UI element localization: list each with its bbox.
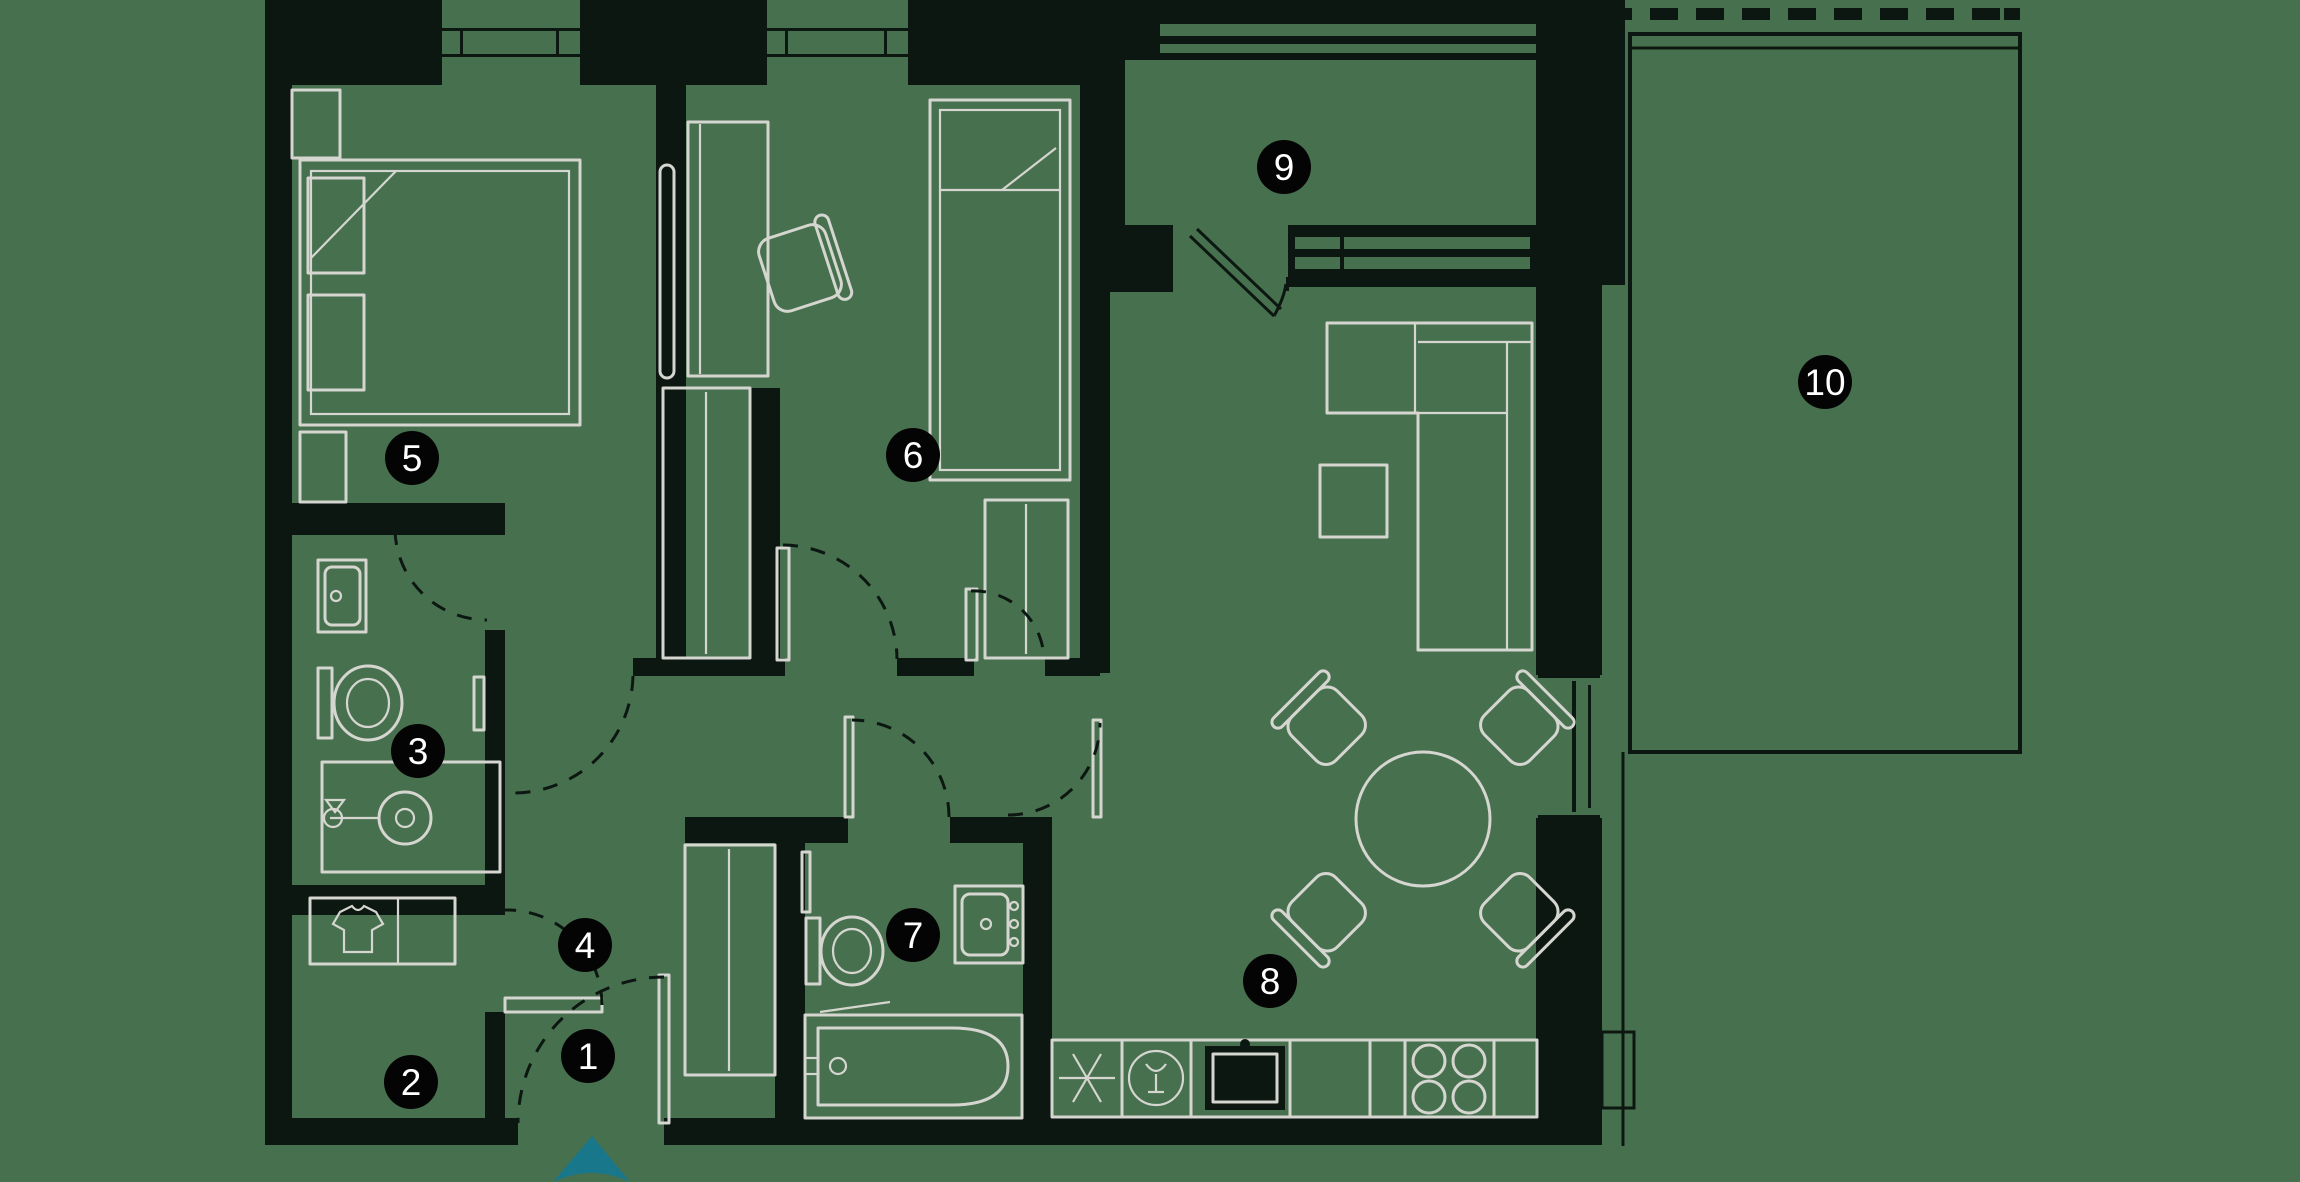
- single-bed-icon: [928, 98, 1072, 482]
- entrance-arrow-icon: [553, 1136, 630, 1182]
- room-badge-3: 3: [391, 724, 445, 778]
- door-leaf-icon: [843, 715, 855, 819]
- room-badge-2: 2: [384, 1055, 438, 1109]
- svg-text:9: 9: [1274, 147, 1295, 188]
- svg-text:4: 4: [575, 925, 596, 966]
- wardrobe-icon: [661, 386, 752, 660]
- desk-chair-icon: [757, 213, 854, 313]
- side-table-icon: [1318, 463, 1389, 539]
- kitchen-counter: [1050, 1038, 1539, 1119]
- terrace-outline: [1600, 8, 2022, 1146]
- entrance-door-leaf-icon: [657, 973, 671, 1125]
- double-bed-icon: [298, 158, 582, 427]
- svg-text:1: 1: [578, 1036, 599, 1077]
- hall-doors: [509, 543, 1103, 1125]
- nightstand-icon: [290, 88, 342, 160]
- balcony-door-icon: [1188, 227, 1289, 318]
- room-5-furniture: [290, 88, 752, 660]
- svg-text:3: 3: [408, 731, 429, 772]
- windows: [442, 4, 1602, 818]
- room-badge-1: 1: [561, 1029, 615, 1083]
- room-6-furniture: [686, 98, 1072, 660]
- svg-text:2: 2: [401, 1062, 422, 1103]
- sofa-icon: [1325, 321, 1534, 652]
- door-leaf-icon: [393, 515, 489, 534]
- room-3-fixtures: [316, 515, 502, 874]
- door-arc: [782, 543, 899, 660]
- closet-shirt-icon: [308, 896, 457, 966]
- bathtub-icon: [803, 1000, 1024, 1120]
- door-arc: [509, 675, 635, 795]
- room-badge-5: 5: [385, 431, 439, 485]
- svg-text:8: 8: [1260, 961, 1281, 1002]
- door-arc: [1007, 722, 1102, 817]
- svg-text:10: 10: [1804, 362, 1845, 403]
- room-7-fixtures: [800, 850, 1025, 1120]
- fridge-icon: [1059, 1053, 1115, 1103]
- dishwasher-icon: [1127, 1049, 1185, 1107]
- wardrobe-icon: [983, 498, 1070, 660]
- sink-icon: [1205, 1039, 1285, 1110]
- toilet-icon: [804, 915, 885, 987]
- toilet-icon: [316, 664, 404, 742]
- living-room-furniture: [1270, 321, 1576, 969]
- desk-icon: [686, 120, 770, 378]
- washbasin-cabinet-icon: [953, 884, 1025, 965]
- window-icon: [1536, 675, 1602, 818]
- shower-icon: [320, 760, 502, 874]
- room-badge-8: 8: [1243, 954, 1297, 1008]
- room-badge-4: 4: [558, 918, 612, 972]
- washbasin-icon: [316, 558, 368, 634]
- door-leaf-icon: [775, 546, 791, 662]
- hall-wardrobe-icon: [683, 843, 777, 1077]
- nightstand-icon: [298, 430, 348, 504]
- room-badge-7: 7: [886, 908, 940, 962]
- window-icon: [767, 4, 908, 85]
- balcony-glazing-icon: [1160, 24, 1536, 53]
- room-badges: 1 2 3 4 5 6 7 8: [384, 140, 1852, 1109]
- room-badge-6: 6: [886, 428, 940, 482]
- svg-text:6: 6: [903, 435, 924, 476]
- room-badge-10: 10: [1798, 355, 1852, 409]
- entrance-door-arc: [516, 975, 665, 1124]
- door-leaf-icon: [1091, 718, 1103, 819]
- room-2-furniture: [308, 896, 604, 1014]
- door-leaf-icon: [964, 587, 979, 662]
- room-badge-9: 9: [1257, 140, 1311, 194]
- pocket-door-panel-icon: [658, 163, 676, 380]
- dining-table-icon: [1270, 669, 1576, 969]
- towel-rail-icon: [800, 850, 812, 914]
- walls: [265, 0, 1625, 1145]
- door-arc: [393, 529, 488, 622]
- window-icon: [442, 4, 580, 85]
- svg-text:7: 7: [903, 915, 924, 956]
- door-leaf-icon: [472, 675, 486, 732]
- cooktop-icon: [1411, 1043, 1487, 1115]
- door-arc: [970, 589, 1046, 661]
- svg-text:5: 5: [402, 438, 423, 479]
